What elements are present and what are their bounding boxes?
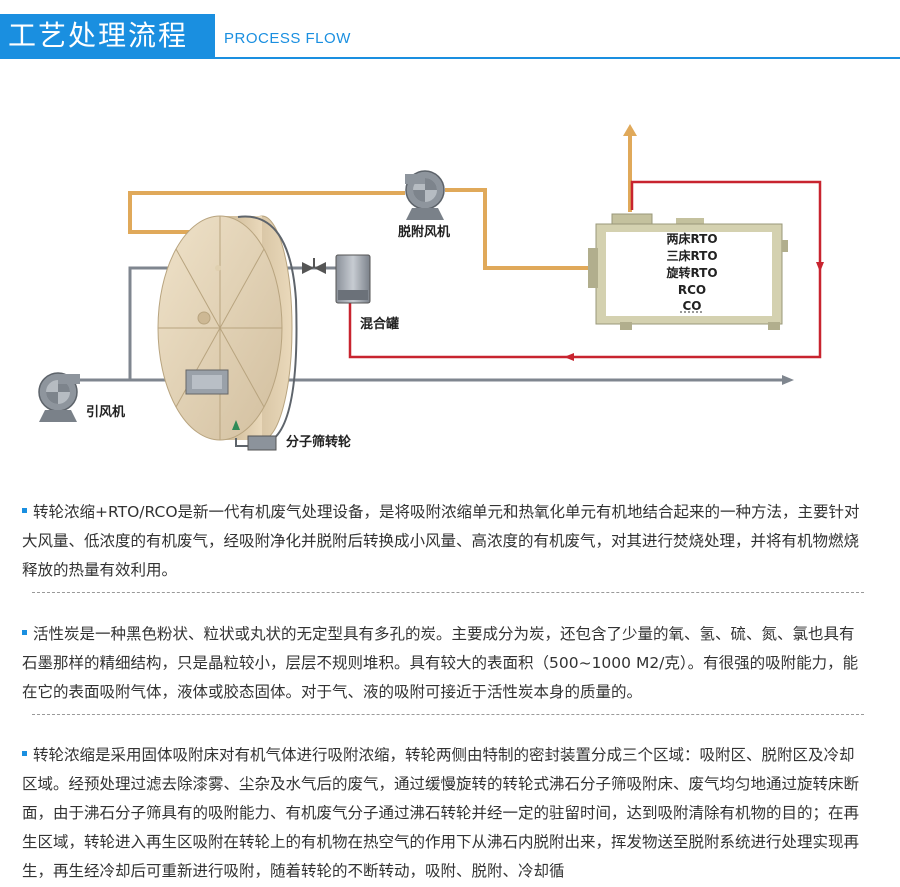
zeolite-wheel-label: 分子筛转轮 xyxy=(286,434,351,450)
bullet-icon xyxy=(22,508,27,513)
exhaust-up-arrow xyxy=(623,124,637,136)
zeolite-rotor-wheel xyxy=(157,215,293,441)
induced-fan-icon xyxy=(38,372,80,422)
desorption-air-line xyxy=(128,130,632,270)
paragraph-rotor-rto: 转轮浓缩+RTO/RCO是新一代有机废气处理设备，是将吸附浓缩单元和热氧化单元有… xyxy=(22,498,867,585)
mixing-tank xyxy=(335,254,371,304)
rco-label: RCO xyxy=(678,283,706,297)
co-label: CO xyxy=(682,299,701,313)
outlet-arrow xyxy=(782,375,794,385)
dashed-divider xyxy=(32,592,864,593)
wheel-motor xyxy=(247,435,277,451)
paragraph-text: 转轮浓缩+RTO/RCO是新一代有机废气处理设备，是将吸附浓缩单元和热氧化单元有… xyxy=(22,503,860,579)
drive-arrow xyxy=(232,420,240,430)
rto-three-bed-label: 三床RTO xyxy=(666,248,717,263)
wheel-drive-line xyxy=(235,438,250,447)
rto-rotary-label: 旋转RTO xyxy=(665,265,717,280)
desorption-fan-icon xyxy=(405,170,445,220)
desorption-fan-label: 脱附风机 xyxy=(398,224,450,240)
page-title: 工艺处理流程 xyxy=(0,14,215,58)
red-arrow-down xyxy=(816,262,824,272)
paragraph-rotor-concentration: 转轮浓缩是采用固体吸附床对有机气体进行吸附浓缩，转轮两侧由特制的密封装置分成三个… xyxy=(22,741,867,886)
cooling-loop xyxy=(237,215,298,441)
mixing-tank-label: 混合罐 xyxy=(360,316,399,332)
page-subtitle: PROCESS FLOW xyxy=(224,30,351,47)
induced-fan-label: 引风机 xyxy=(86,404,125,420)
paragraph-activated-carbon: 活性炭是一种黑色粉状、粒状或丸状的无定型具有多孔的炭。主要成分为炭，还包含了少量… xyxy=(22,620,867,707)
section-header: 工艺处理流程 PROCESS FLOW xyxy=(0,0,900,60)
process-flow-diagram: 脱附风机 混合罐 引风机 分子筛转轮 两床RTO 三床RTO 旋转RTO RCO… xyxy=(38,124,824,451)
bullet-icon xyxy=(22,751,27,756)
rto-two-bed-label: 两床RTO xyxy=(666,231,717,246)
paragraph-text: 转轮浓缩是采用固体吸附床对有机气体进行吸附浓缩，转轮两侧由特制的密封装置分成三个… xyxy=(22,746,860,880)
rto-unit xyxy=(588,213,788,330)
red-arrow-left xyxy=(564,353,574,361)
bullet-icon xyxy=(22,630,27,635)
paragraph-text: 活性炭是一种黑色粉状、粒状或丸状的无定型具有多孔的炭。主要成分为炭，还包含了少量… xyxy=(22,625,859,701)
dashed-divider xyxy=(32,714,864,715)
header-underline xyxy=(0,57,900,59)
valve-icon xyxy=(302,258,326,274)
